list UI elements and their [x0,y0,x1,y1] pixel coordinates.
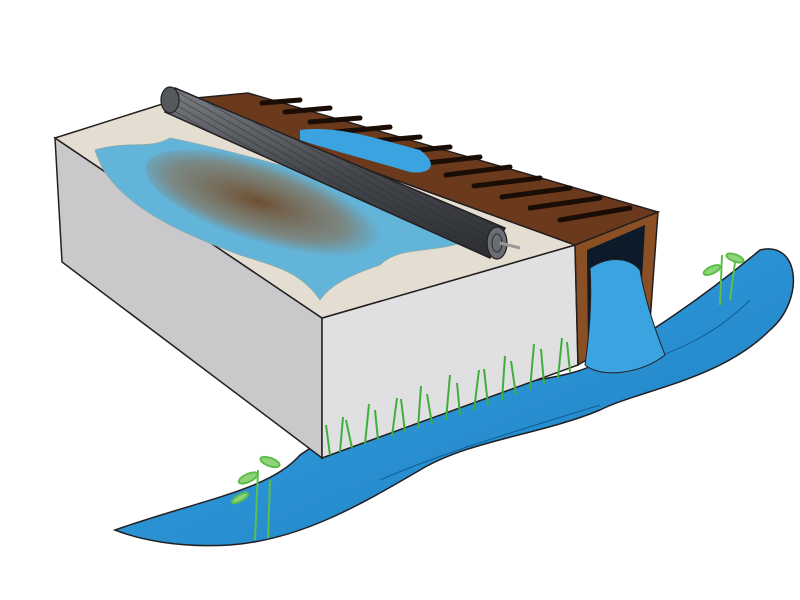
outlet-water [584,259,666,374]
plant-right [702,252,745,306]
roll-stake [499,241,521,250]
sediment-stain [145,149,395,261]
grate-slots [259,97,633,223]
grate-water [300,129,431,173]
grass-front [325,337,571,456]
plant-left [231,455,281,541]
water-ripple [379,404,601,481]
fiber-roll [160,86,521,260]
